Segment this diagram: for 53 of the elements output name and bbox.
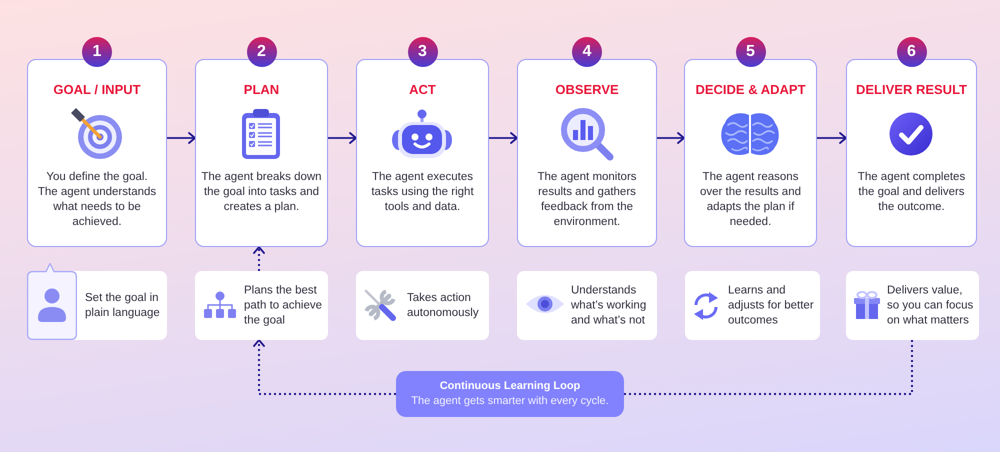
benefit-card (195, 271, 328, 340)
step-card (356, 59, 489, 247)
number-badge (896, 37, 926, 67)
step-card (517, 59, 657, 247)
dotted-arrow (253, 339, 396, 395)
arrow (817, 132, 847, 144)
arrow (489, 132, 518, 144)
step-card (195, 59, 328, 247)
step-description: The agent breaks down the goal into tasks and creates a plan. (201, 170, 322, 215)
loop-description: The agent gets smarter with every cycle. (411, 394, 609, 409)
dotted-connector-line (624, 340, 913, 395)
number-badge (572, 37, 602, 67)
arrow (657, 132, 685, 144)
number-badge (736, 37, 766, 67)
arrow (328, 132, 357, 144)
step-number: 2 (257, 43, 266, 61)
step-description: You define the goal. The agent understands what needs to be achieved. (37, 170, 157, 230)
number-badge (82, 37, 112, 67)
step-description: The agent completes the goal and delivers the outcome. (856, 170, 966, 215)
step-card (684, 59, 817, 247)
benefit-text: Delivers value, so you can focus on what matters (887, 283, 974, 328)
dotted-arrow (253, 246, 265, 271)
step-number: 1 (92, 43, 102, 61)
benefit-text: Learns and adjusts for better outcomes (728, 283, 815, 328)
benefit-card (846, 271, 979, 340)
step-card (846, 59, 977, 247)
step-description: The agent reasons over the results and adapts the plan if needed. (698, 170, 802, 230)
step-card (27, 59, 167, 247)
step-number: 5 (746, 43, 755, 61)
step-title: OBSERVE (555, 81, 619, 98)
benefit-card (356, 271, 489, 340)
benefit-text: Understands what’s working and what’s not (571, 283, 648, 328)
step-description: The agent executes tasks using the right tools and data. (370, 170, 475, 215)
benefit-card (685, 271, 820, 340)
step-title: PLAN (244, 81, 280, 98)
arrow (167, 132, 196, 144)
step-number: 6 (907, 43, 916, 61)
number-badge (246, 37, 276, 67)
step-title: DECIDE & ADAPT (695, 81, 806, 98)
learning-loop-panel (396, 371, 624, 417)
step-number: 4 (582, 43, 592, 61)
step-description: The agent monitors results and gathers feedback from the environment. (536, 170, 638, 230)
benefit-text: Plans the best path to achieve the goal (244, 283, 324, 328)
step-title: GOAL / INPUT (53, 81, 141, 98)
loop-title: Continuous Learning Loop (440, 379, 580, 394)
benefit-text: Takes action autonomously (407, 290, 480, 320)
benefit-card (517, 271, 657, 340)
benefit-text: Set the goal in plain language (85, 290, 161, 320)
step-title: ACT (409, 81, 436, 98)
step-title: DELIVER RESULT (856, 81, 967, 98)
step-number: 3 (418, 43, 427, 61)
number-badge (408, 37, 438, 67)
benefit-card (27, 263, 167, 340)
